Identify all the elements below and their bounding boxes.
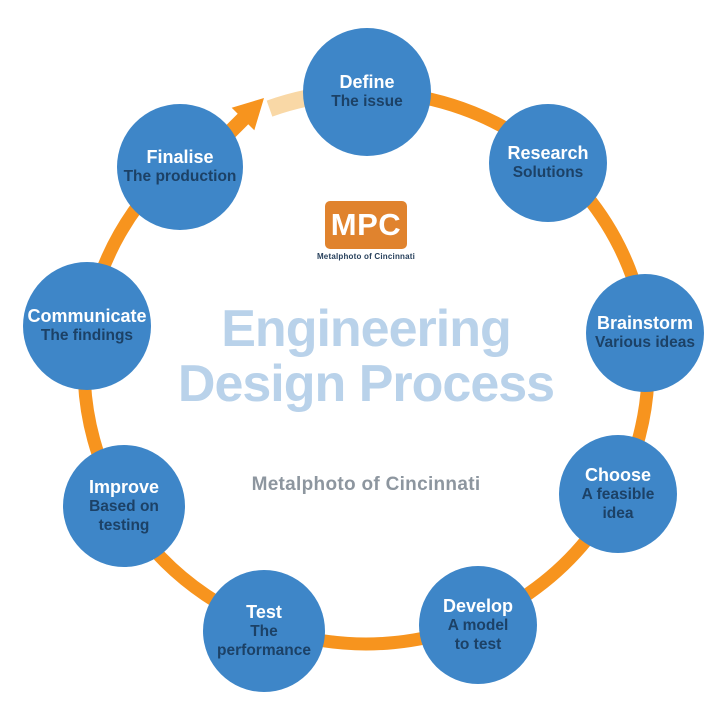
step-subtitle: The issue [331,93,403,111]
page-title-line1: Engineering [221,300,511,358]
step-title: Communicate [27,306,147,327]
step-develop: Develop A model to test [419,566,537,684]
mpc-logo-box: MPC [325,201,407,249]
step-subtitle: Solutions [512,164,584,182]
step-choose: Choose A feasible idea [559,435,677,553]
step-title: Finalise [146,147,214,168]
step-subtitle: The performance [217,623,311,659]
step-subtitle: Based on testing [89,498,159,534]
step-research: Research Solutions [489,104,607,222]
step-define: Define The issue [303,28,431,156]
step-subtitle: Various ideas [595,334,695,352]
mpc-logo-text: MPC [330,207,402,242]
step-test: Test The performance [203,570,325,692]
step-title: Develop [442,596,514,617]
step-subtitle: A model to test [447,617,509,653]
step-subtitle: The findings [40,327,134,345]
page-title: Engineering Design Process [12,302,720,411]
mpc-logo: MPC Metalphoto of Cincinnati [12,201,720,261]
step-title: Brainstorm [596,313,694,334]
step-subtitle: A feasible idea [581,486,655,522]
step-title: Choose [584,465,651,486]
step-brainstorm: Brainstorm Various ideas [586,274,704,392]
step-title: Research [507,143,589,164]
step-title: Define [339,72,395,93]
step-title: Test [246,602,282,623]
step-subtitle: The production [123,168,237,186]
page-subtitle: Metalphoto of Cincinnati [251,474,481,495]
step-title: Improve [88,477,160,498]
step-finalise: Finalise The production [117,104,243,230]
step-improve: Improve Based on testing [63,445,185,567]
page-title-line2: Design Process [177,354,555,413]
mpc-logo-caption: Metalphoto of Cincinnati [316,252,416,261]
step-communicate: Communicate The findings [23,262,151,390]
